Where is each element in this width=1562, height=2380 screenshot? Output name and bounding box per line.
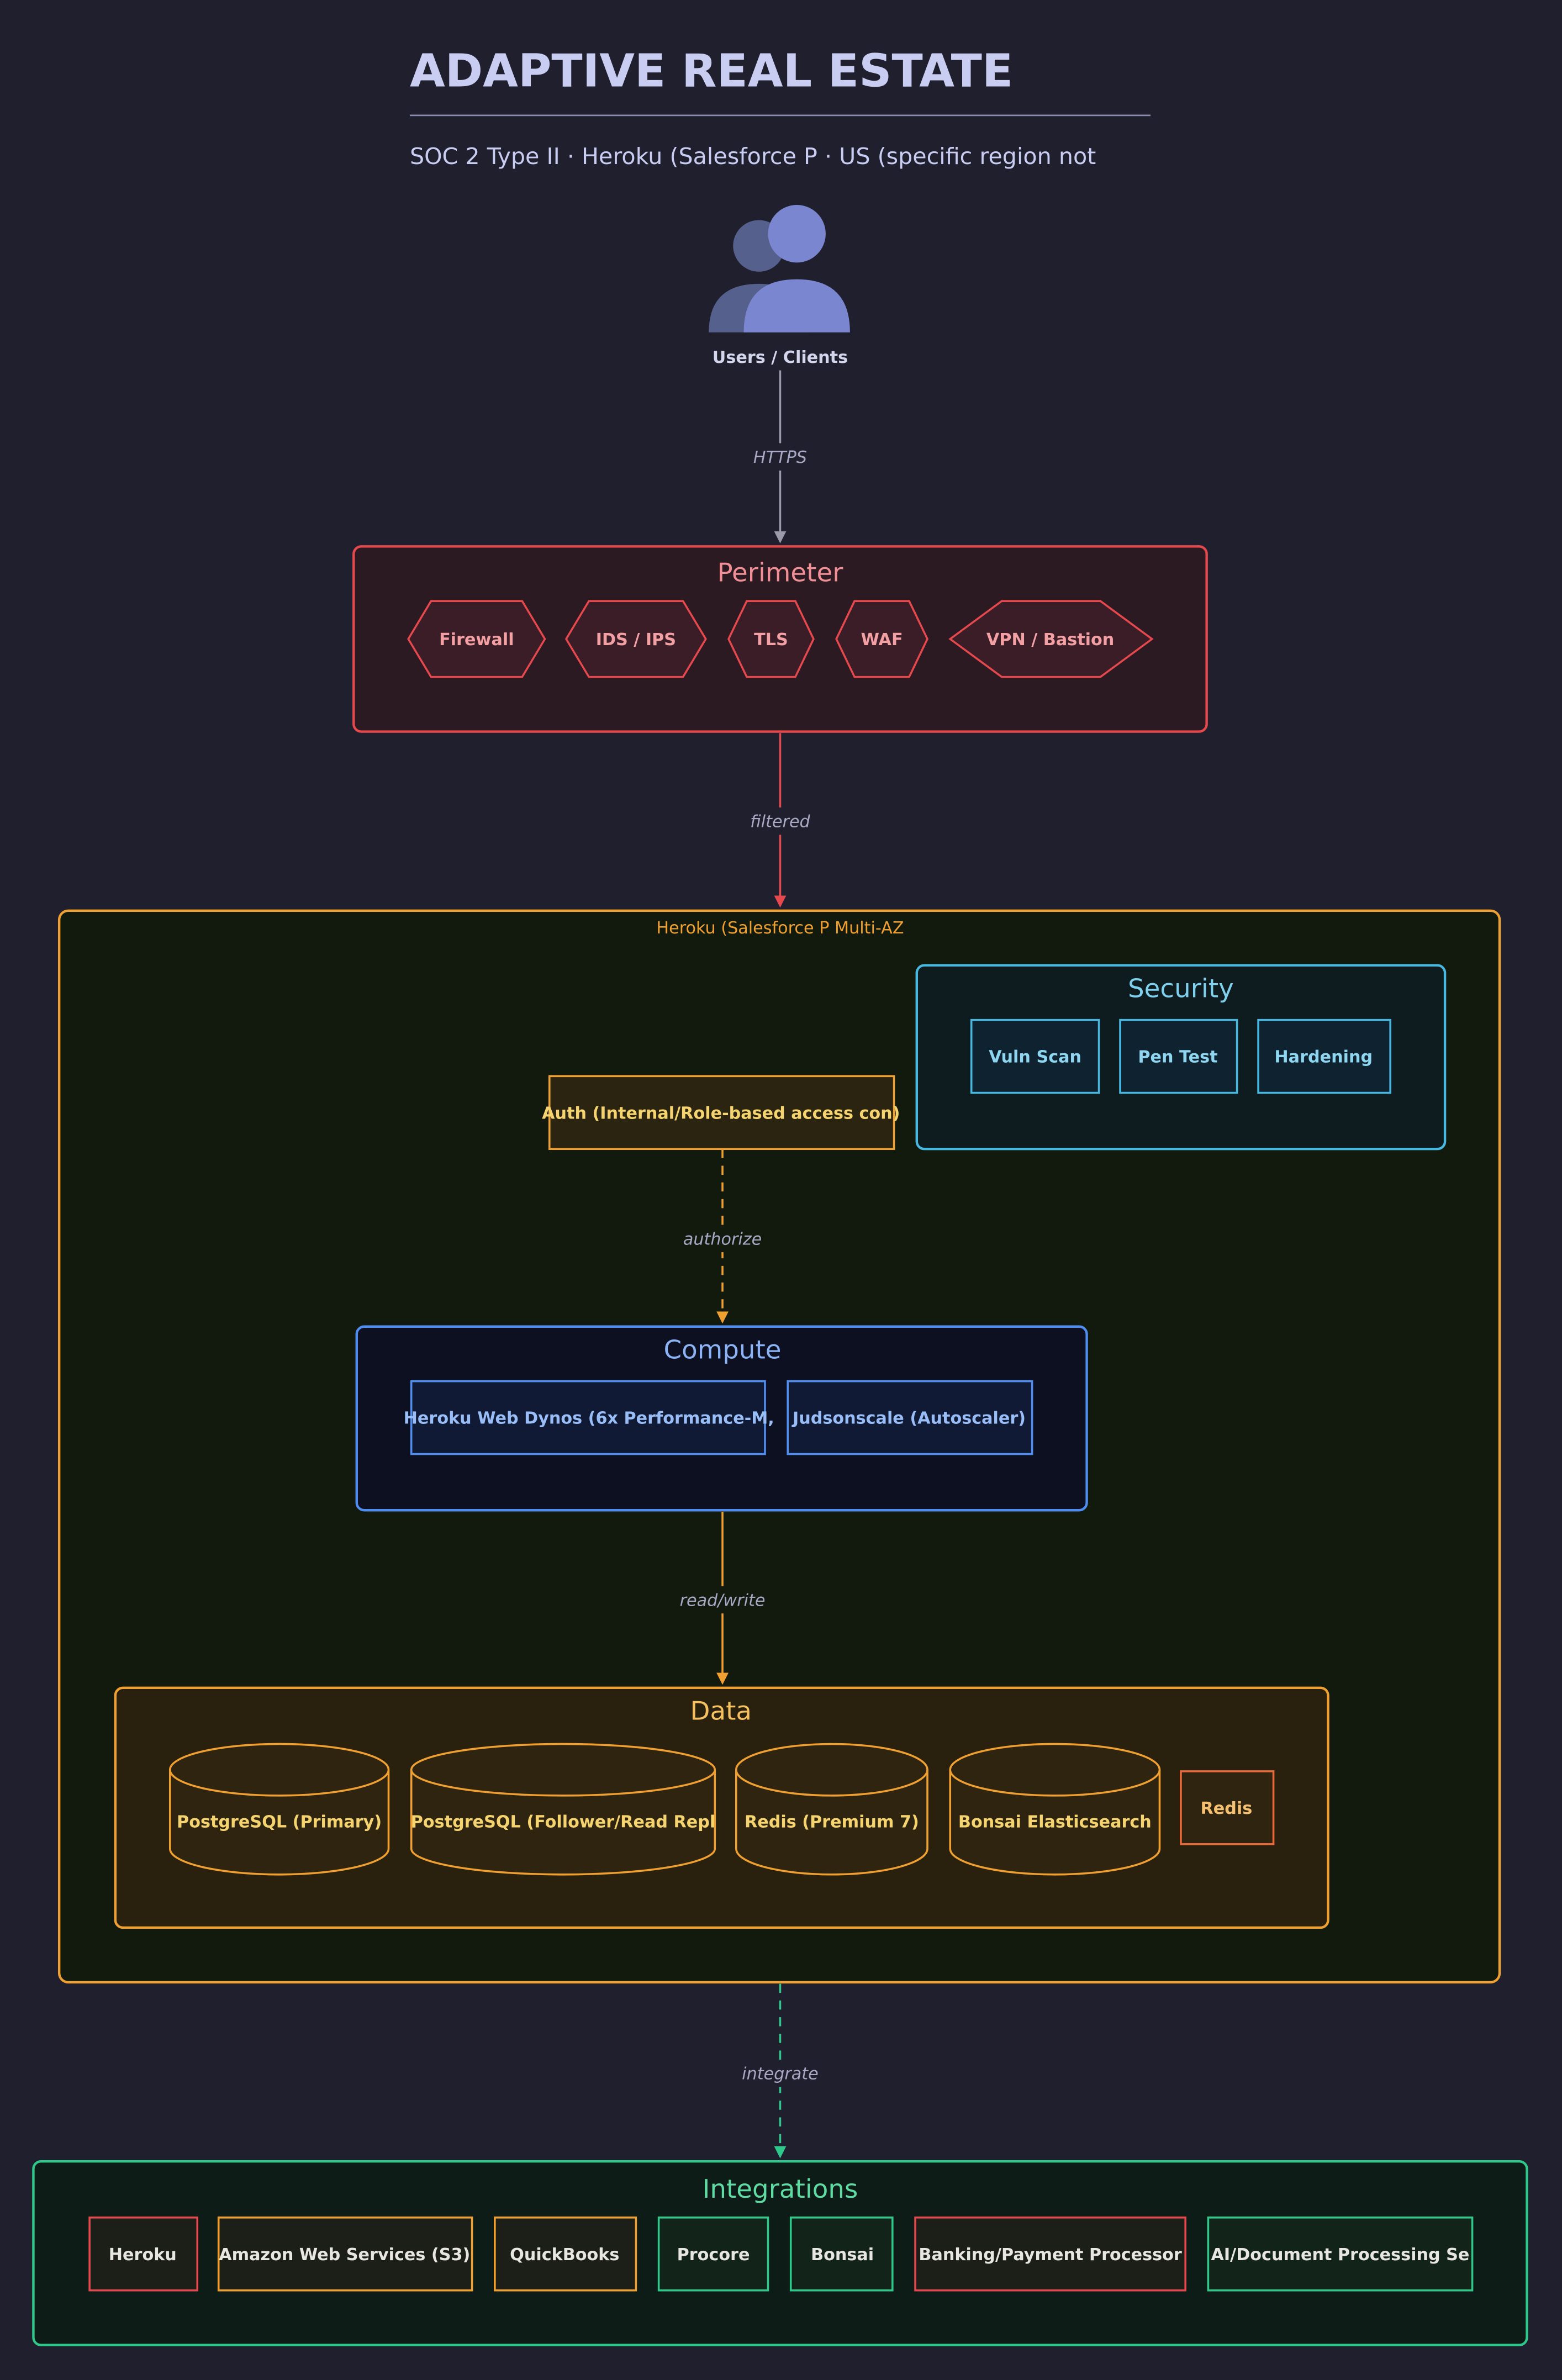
data-redis[interactable]: Redis [1180, 1770, 1275, 1845]
data-bonsai-elasticsearch-label: Bonsai Elasticsearch [958, 1813, 1152, 1832]
edge-authorize-label: authorize [683, 1229, 762, 1249]
compute-title: Compute [664, 1335, 782, 1365]
edge-integrate-label: integrate [742, 2065, 819, 2084]
data-postgres-primary-label: PostgreSQL (Primary) [177, 1813, 382, 1832]
compute-web-dynos[interactable]: Heroku Web Dynos (6x Performance-M, [404, 1380, 774, 1455]
compute-autoscaler-label: Judsonscale (Autoscaler) [791, 1409, 1026, 1428]
integration-aws-s3-label: Amazon Web Services (S3) [219, 2245, 470, 2265]
perimeter-firewall-label: Firewall [439, 630, 514, 650]
integration-banking-payment[interactable]: Banking/Payment Processor [914, 2217, 1186, 2292]
security-title: Security [1128, 974, 1234, 1004]
data-postgres-follower[interactable]: PostgreSQL (Follower/Read Repl [410, 1743, 716, 1876]
data-bonsai-elasticsearch[interactable]: Bonsai Elasticsearch [949, 1743, 1161, 1876]
users-icon [709, 204, 850, 333]
integration-bonsai[interactable]: Bonsai [789, 2217, 894, 2292]
integration-aws-s3[interactable]: Amazon Web Services (S3) [217, 2217, 473, 2292]
integration-heroku[interactable]: Heroku [88, 2217, 199, 2292]
data-postgres-follower-label: PostgreSQL (Follower/Read Repl [411, 1813, 715, 1832]
perimeter-waf-label: WAF [861, 630, 903, 650]
security-hardening[interactable]: Hardening [1257, 1019, 1391, 1094]
users-label: Users / Clients [713, 348, 848, 367]
edge-read-write-label: read/write [680, 1591, 766, 1610]
cloud-region-label: Heroku (Salesforce P Multi-AZ [656, 919, 904, 938]
perimeter-ids-ips-label: IDS / IPS [596, 630, 676, 650]
security-vuln-scan-label: Vuln Scan [989, 1048, 1081, 1067]
data-redis-premium-label: Redis (Premium 7) [745, 1813, 919, 1832]
compute-autoscaler[interactable]: Judsonscale (Autoscaler) [787, 1380, 1033, 1455]
auth-node[interactable]: Auth (Internal/Role-based access con) [542, 1075, 900, 1151]
integration-bonsai-label: Bonsai [811, 2245, 874, 2265]
security-pen-test[interactable]: Pen Test [1119, 1019, 1238, 1094]
auth-label: Auth (Internal/Role-based access con) [542, 1104, 900, 1123]
security-vuln-scan[interactable]: Vuln Scan [970, 1019, 1100, 1094]
integration-procore-label: Procore [677, 2245, 750, 2265]
data-title: Data [690, 1696, 752, 1726]
data-postgres-primary[interactable]: PostgreSQL (Primary) [168, 1743, 390, 1876]
integration-banking-payment-label: Banking/Payment Processor [919, 2245, 1181, 2265]
data-redis-premium[interactable]: Redis (Premium 7) [735, 1743, 928, 1876]
integration-ai-document-label: AI/Document Processing Se [1211, 2245, 1470, 2265]
perimeter-tls-label: TLS [754, 630, 788, 650]
perimeter-vpn-bastion[interactable]: VPN / Bastion [948, 600, 1154, 678]
data-redis-label: Redis [1201, 1799, 1253, 1818]
integration-quickbooks-label: QuickBooks [510, 2245, 619, 2265]
integrations-title: Integrations [703, 2175, 858, 2204]
perimeter-tls[interactable]: TLS [727, 600, 815, 678]
security-hardening-label: Hardening [1274, 1048, 1373, 1067]
edge-filtered-label: filtered [750, 812, 810, 832]
perimeter-ids-ips[interactable]: IDS / IPS [564, 600, 707, 678]
page-subtitle: SOC 2 Type II · Heroku (Salesforce P · U… [410, 143, 1096, 170]
perimeter-waf[interactable]: WAF [835, 600, 929, 678]
page-title: ADAPTIVE REAL ESTATE [410, 45, 1013, 98]
perimeter-firewall[interactable]: Firewall [407, 600, 546, 678]
security-pen-test-label: Pen Test [1138, 1048, 1217, 1067]
integration-quickbooks[interactable]: QuickBooks [494, 2217, 637, 2292]
integration-heroku-label: Heroku [109, 2245, 177, 2265]
perimeter-title: Perimeter [717, 558, 844, 588]
integration-ai-document[interactable]: AI/Document Processing Se [1207, 2217, 1474, 2292]
perimeter-vpn-bastion-label: VPN / Bastion [986, 630, 1114, 650]
integrations-group [32, 2160, 1528, 2346]
integration-procore[interactable]: Procore [657, 2217, 769, 2292]
compute-web-dynos-label: Heroku Web Dynos (6x Performance-M, [404, 1409, 774, 1428]
edge-https-label: HTTPS [753, 448, 807, 467]
